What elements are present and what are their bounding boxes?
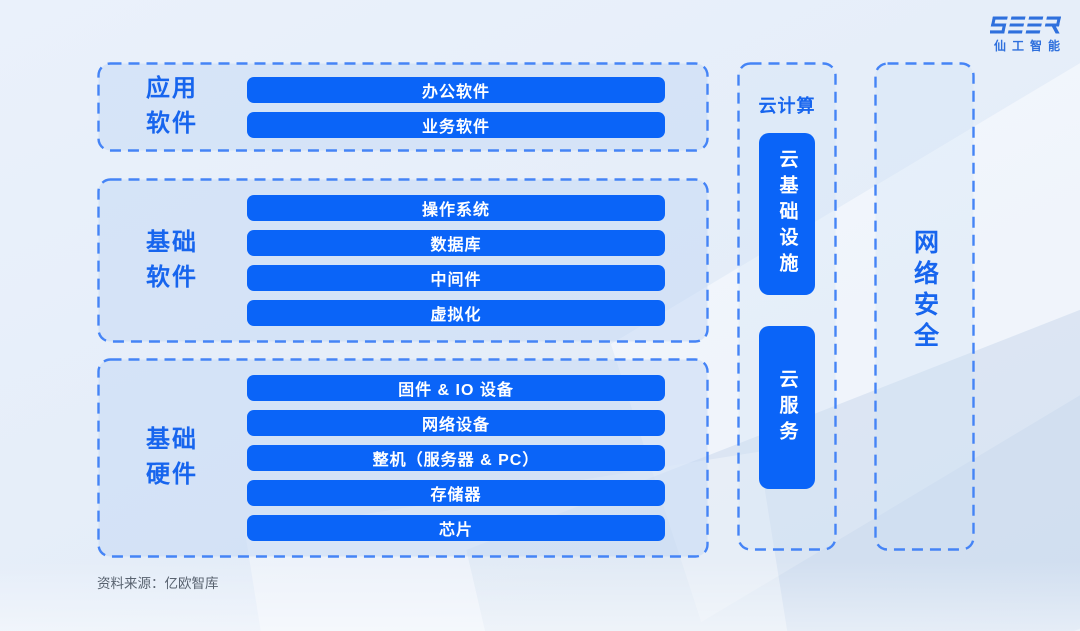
group-label-line: 基础	[146, 426, 198, 454]
group-label-basic-hardware: 基础 硬件	[97, 423, 247, 493]
group-label-basic-software: 基础 软件	[97, 226, 247, 296]
group-basic-software: 基础 软件 操作系统 数据库 中间件 虚拟化	[97, 178, 709, 343]
cloud-computing-label: 云计算	[758, 96, 816, 116]
stack-item-chip: 芯片	[247, 515, 665, 541]
column-cloud-computing: 云计算 云基础设施 云服务	[737, 62, 837, 551]
stack-item-firmware-io: 固件 & IO 设备	[247, 375, 665, 401]
group-label-line: 软件	[146, 110, 198, 137]
stack-item-operating-system: 操作系统	[247, 195, 665, 221]
seer-logo: 仙工智能	[990, 16, 1064, 54]
column-network-security: 网络安全	[874, 62, 975, 551]
pill-column: 固件 & IO 设备 网络设备 整机（服务器 & PC） 存储器 芯片	[247, 375, 665, 541]
stack-item-virtualization: 虚拟化	[247, 300, 665, 326]
stack-item-office-software: 办公软件	[247, 76, 665, 103]
stack-item-complete-machine: 整机（服务器 & PC）	[247, 445, 665, 471]
pill-column: 办公软件 业务软件	[247, 76, 665, 138]
group-label-line: 基础	[146, 228, 198, 256]
background-fade	[0, 561, 1080, 631]
group-application-software: 应用 软件 办公软件 业务软件	[97, 62, 709, 152]
dashed-border	[874, 62, 975, 551]
stack-item-business-software: 业务软件	[247, 111, 665, 138]
network-security-label: 网络安全	[910, 228, 939, 353]
stack-item-network-equipment: 网络设备	[247, 410, 665, 436]
group-label-line: 应用	[146, 75, 198, 103]
stack-item-cloud-services: 云服务	[759, 326, 815, 489]
group-label-line: 硬件	[146, 461, 198, 488]
stack-item-storage: 存储器	[247, 480, 665, 506]
group-label-line: 软件	[146, 263, 198, 291]
stack-item-middleware: 中间件	[247, 265, 665, 291]
group-basic-hardware: 基础 硬件 固件 & IO 设备 网络设备 整机（服务器 & PC） 存储器 芯…	[97, 358, 709, 558]
source-note: 资料来源：亿欧智库	[97, 576, 219, 591]
stack-item-cloud-infrastructure: 云基础设施	[759, 133, 815, 295]
pill-column: 操作系统 数据库 中间件 虚拟化	[247, 195, 665, 326]
stack-item-database: 数据库	[247, 230, 665, 256]
seer-wordmark-icon	[990, 16, 1062, 34]
group-label-application-software: 应用 软件	[97, 72, 247, 142]
seer-logo-chinese-name: 仙工智能	[993, 39, 1066, 53]
